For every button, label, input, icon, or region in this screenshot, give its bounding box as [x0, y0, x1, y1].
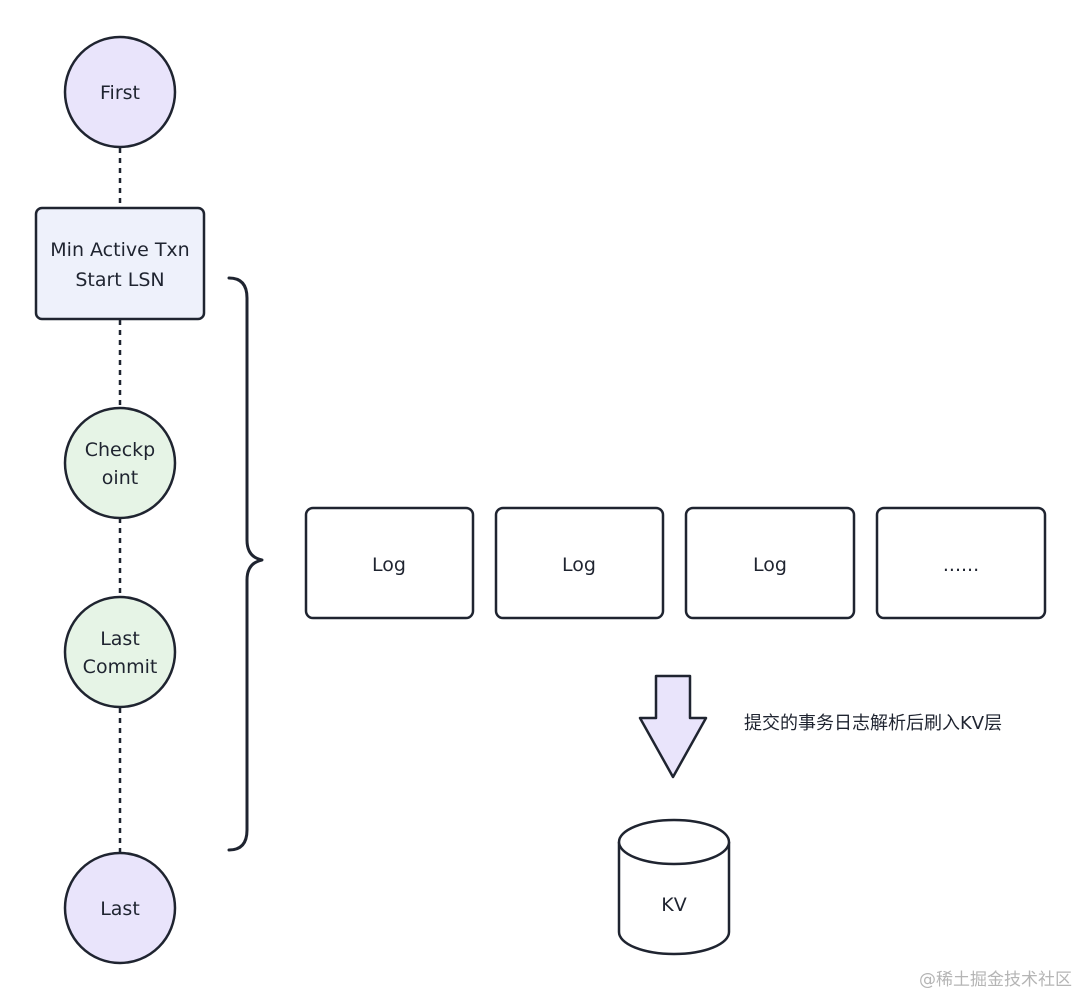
log-box-3: Log: [684, 506, 856, 620]
node-last-commit-line2: Commit: [83, 656, 158, 678]
node-min-active-line2: Start LSN: [75, 269, 164, 291]
node-last-commit-line1: Last: [100, 628, 140, 650]
node-last-commit-circle: [63, 595, 177, 709]
node-first-label: First: [100, 82, 140, 104]
node-min-active-line1: Min Active Txn: [50, 239, 189, 261]
node-min-active-txn: Min Active Txn Start LSN: [34, 206, 206, 321]
kv-label: KV: [661, 894, 686, 916]
log-box-4-label: ......: [943, 554, 979, 576]
down-arrow-icon: [638, 674, 708, 779]
log-box-3-label: Log: [753, 554, 787, 576]
log-box-1-label: Log: [372, 554, 406, 576]
log-box-1-rect: [304, 506, 475, 620]
watermark-text: @稀土掘金技术社区: [919, 970, 1072, 990]
kv-cylinder-body: [617, 842, 731, 956]
range-brace: [227, 276, 264, 852]
kv-cylinder-top: [617, 818, 731, 866]
node-min-active-box: [34, 206, 206, 321]
node-checkpoint: Checkp oint: [63, 406, 177, 520]
node-last-commit: Last Commit: [63, 595, 177, 709]
node-checkpoint-line2: oint: [102, 467, 138, 489]
node-first: First: [63, 35, 177, 149]
log-box-2-label: Log: [562, 554, 596, 576]
log-box-2-rect: [494, 506, 665, 620]
node-first-circle: [63, 35, 177, 149]
kv-store: KV: [617, 818, 731, 956]
node-last: Last: [63, 851, 177, 965]
node-last-circle: [63, 851, 177, 965]
node-last-label: Last: [100, 898, 140, 920]
node-checkpoint-circle: [63, 406, 177, 520]
log-box-3-rect: [684, 506, 856, 620]
log-box-1: Log: [304, 506, 475, 620]
log-box-4-rect: [875, 506, 1047, 620]
flush-caption: 提交的事务日志解析后刷入KV层: [744, 713, 1002, 734]
node-checkpoint-line1: Checkp: [85, 439, 156, 461]
log-row: Log Log Log ......: [304, 506, 1047, 620]
log-box-2: Log: [494, 506, 665, 620]
log-box-4: ......: [875, 506, 1047, 620]
